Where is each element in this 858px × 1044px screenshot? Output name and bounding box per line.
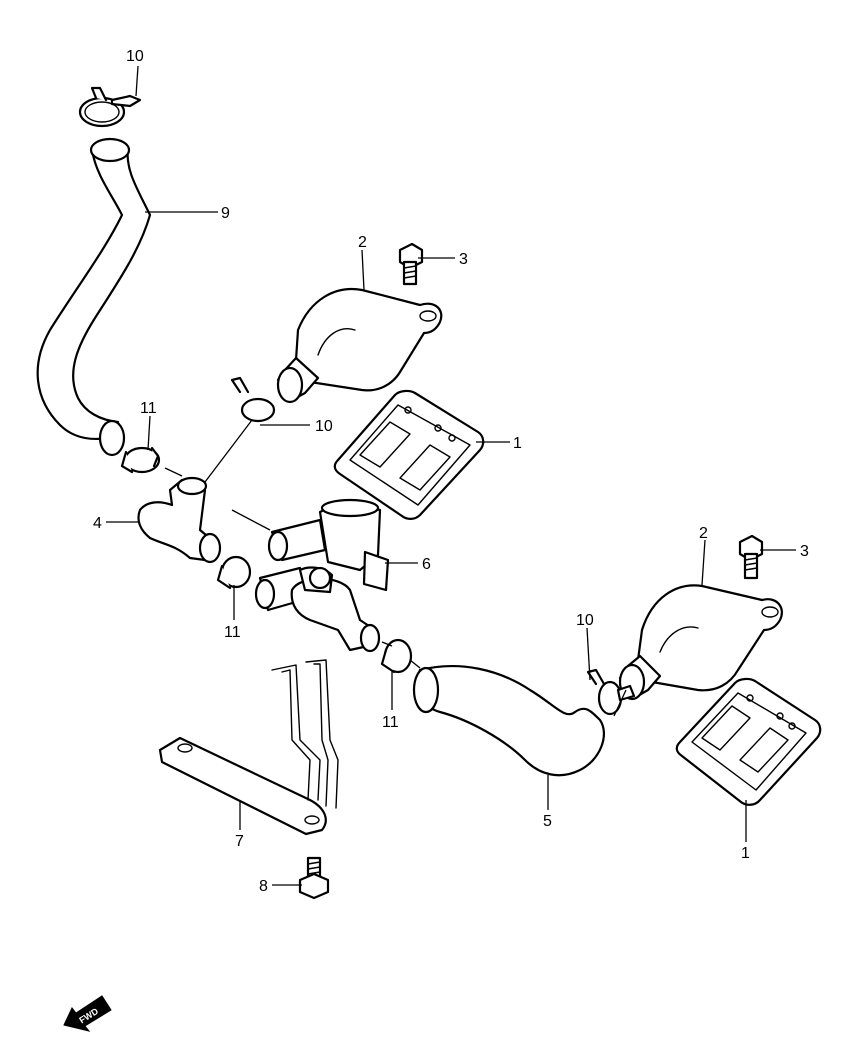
leader-lines <box>106 65 796 886</box>
callout-1-lower: 1 <box>741 845 750 862</box>
callout-labels: 10 9 2 3 11 10 1 4 6 2 3 11 10 11 7 5 1 … <box>93 48 809 895</box>
bolt-upper <box>398 242 424 286</box>
callout-6: 6 <box>422 556 431 573</box>
clamp-left <box>120 446 161 474</box>
callout-11-middle: 11 <box>224 624 241 641</box>
callout-11-right: 11 <box>382 714 399 731</box>
callout-10-middle: 10 <box>315 418 333 435</box>
clamp-right <box>380 638 413 674</box>
tee-joint <box>137 476 222 564</box>
hose-clamp-right <box>586 668 636 716</box>
callout-3-upper: 3 <box>459 251 468 268</box>
solenoid-valve <box>254 498 390 653</box>
callout-4: 4 <box>93 515 102 532</box>
reed-valve-cover-upper <box>276 287 443 404</box>
clamp-middle <box>216 555 252 590</box>
reed-valve-lower <box>675 677 822 806</box>
hose-lower <box>412 664 605 777</box>
hose-clamp-middle <box>230 376 276 423</box>
callout-11-left: 11 <box>140 400 157 417</box>
callout-8: 8 <box>259 878 268 895</box>
mounting-bracket <box>158 659 339 836</box>
callout-9: 9 <box>221 205 230 222</box>
callout-5: 5 <box>543 813 552 830</box>
callout-10-top: 10 <box>126 48 144 65</box>
reed-valve-upper <box>333 389 485 520</box>
callout-3-lower: 3 <box>800 543 809 560</box>
callout-7: 7 <box>235 833 244 850</box>
callout-2-upper: 2 <box>358 234 367 251</box>
hose-clamp-top <box>78 86 142 128</box>
callout-1-upper: 1 <box>513 435 522 452</box>
forward-arrow-icon: FWD <box>63 995 112 1032</box>
callout-2-lower: 2 <box>699 525 708 542</box>
bolt-lower <box>738 534 764 580</box>
bolt-bracket <box>298 856 330 900</box>
hose-long-upper <box>36 137 152 457</box>
callout-10-right: 10 <box>576 612 594 629</box>
